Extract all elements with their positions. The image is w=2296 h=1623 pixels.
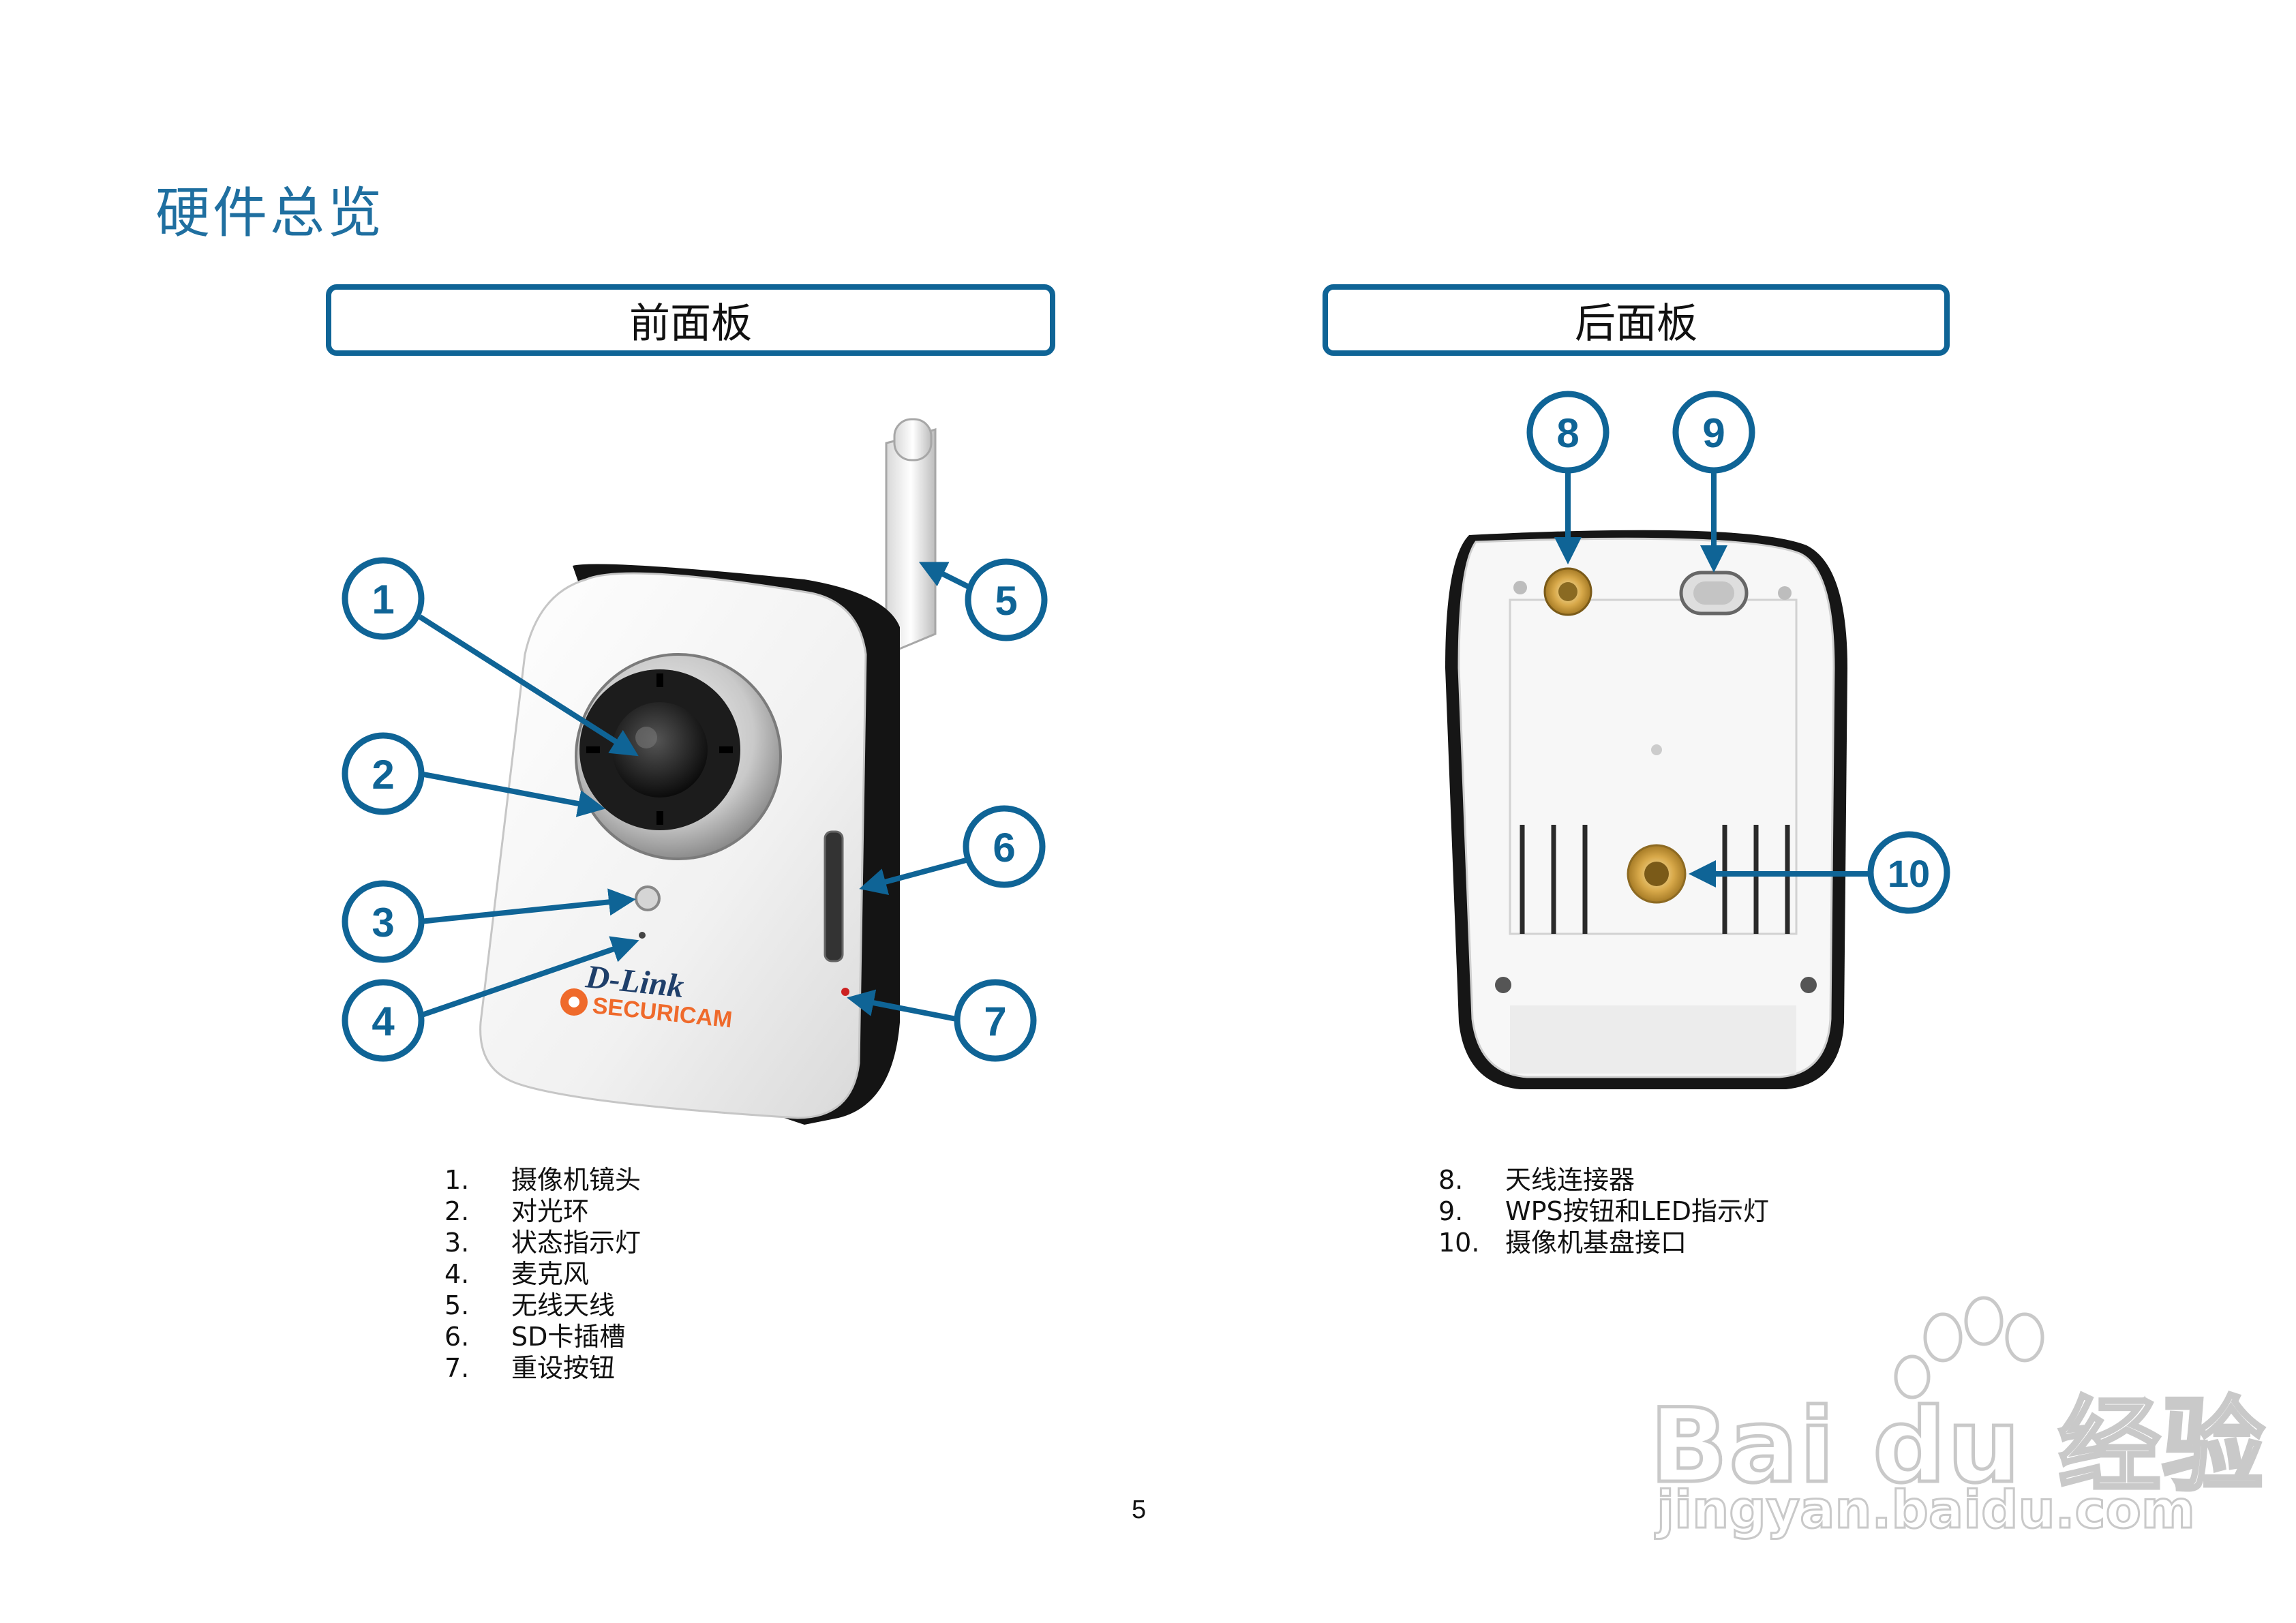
list-item-num: 5.	[444, 1290, 470, 1320]
callout-5-label: 5	[995, 578, 1017, 624]
baidu-watermark: Bai du 经验 jingyan.baidu.com	[1648, 1288, 2266, 1561]
list-item-num: 2.	[444, 1196, 470, 1226]
list-item-num: 3.	[444, 1228, 470, 1258]
list-item: 5. 无线天线	[444, 1290, 641, 1321]
list-item-num: 7.	[444, 1353, 470, 1383]
page-title: 硬件总览	[155, 181, 384, 245]
callout-4-label: 4	[372, 999, 395, 1044]
arrow-4	[419, 936, 639, 1018]
list-item-label: WPS按钮和LED指示灯	[1505, 1196, 1770, 1226]
arrow-5	[918, 562, 971, 590]
list-item: 6. SD卡插槽	[444, 1321, 641, 1352]
list-item-label: SD卡插槽	[511, 1322, 626, 1352]
list-item-num: 1.	[444, 1165, 470, 1195]
list-item: 7. 重设按钮	[444, 1352, 641, 1384]
callout-5: 5	[965, 558, 1048, 641]
back-panel-heading-text: 后面板	[1575, 300, 1697, 348]
list-item-label: 重设按钮	[511, 1353, 616, 1383]
callout-1: 1	[342, 557, 425, 640]
arrow-2	[419, 771, 605, 817]
front-parts-list: 1. 摄像机镜头 2. 对光环 3. 状态指示灯 4. 麦克风 5. 无线天线 6. SD卡…	[444, 1164, 641, 1384]
microphone	[639, 932, 646, 939]
list-item-label: 摄像机镜头	[511, 1165, 641, 1195]
callout-6-label: 6	[993, 825, 1015, 870]
callout-10-label: 10	[1888, 852, 1930, 895]
paw-icon	[1894, 1296, 2044, 1399]
list-item-label: 无线天线	[511, 1290, 616, 1320]
callout-9-label: 9	[1702, 410, 1725, 456]
list-item: 8. 天线连接器	[1438, 1164, 1769, 1196]
list-item: 3. 状态指示灯	[444, 1227, 641, 1258]
list-item-label: 对光环	[511, 1196, 590, 1226]
arrow-3	[419, 888, 636, 924]
list-item: 10. 摄像机基盘接口	[1438, 1227, 1769, 1258]
arrow-6	[859, 858, 967, 896]
callout-3-label: 3	[372, 900, 394, 945]
status-led	[635, 885, 661, 911]
front-panel-heading: 前面板	[326, 284, 1055, 356]
page-number: 5	[1132, 1496, 1147, 1524]
list-item: 9. WPS按钮和LED指示灯	[1438, 1196, 1769, 1227]
callout-badges: 1 2 3 4 5 6 7 8 9 10	[342, 391, 1950, 1062]
callout-6: 6	[963, 805, 1046, 888]
callout-arrows	[418, 470, 1869, 1022]
back-parts-list: 8. 天线连接器 9. WPS按钮和LED指示灯 10. 摄像机基盘接口	[1438, 1164, 1769, 1258]
callout-9: 9	[1672, 391, 1755, 474]
list-item-num: 6.	[444, 1322, 470, 1352]
watermark-brand: Bai du 经验	[1648, 1386, 2267, 1508]
list-item-label: 状态指示灯	[511, 1228, 641, 1258]
list-item-num: 4.	[444, 1259, 470, 1289]
list-item: 1. 摄像机镜头	[444, 1164, 641, 1196]
front-panel-heading-text: 前面板	[629, 300, 752, 348]
callout-2-label: 2	[372, 752, 394, 798]
camera-lens	[612, 702, 708, 798]
callout-7: 7	[954, 979, 1037, 1062]
callout-4: 4	[342, 979, 425, 1062]
watermark-url: jingyan.baidu.com	[1656, 1478, 2196, 1541]
callout-8: 8	[1526, 391, 1610, 474]
list-item-label: 麦克风	[511, 1259, 590, 1289]
callout-1-label: 1	[372, 577, 394, 622]
callout-8-label: 8	[1556, 410, 1579, 456]
back-camera-image	[1445, 530, 1847, 1089]
back-panel-heading: 后面板	[1323, 284, 1950, 356]
arrow-7	[847, 989, 957, 1022]
list-item: 4. 麦克风	[444, 1258, 641, 1290]
list-item-num: 10.	[1438, 1228, 1480, 1258]
list-item-num: 9.	[1438, 1196, 1464, 1226]
list-item: 2. 对光环	[444, 1196, 641, 1227]
callout-10: 10	[1867, 831, 1950, 914]
list-item-num: 8.	[1438, 1165, 1464, 1195]
front-camera-image: D-Link SECURICAM	[479, 418, 937, 1125]
list-item-label: 摄像机基盘接口	[1505, 1228, 1687, 1258]
callout-3: 3	[342, 880, 425, 963]
callout-7-label: 7	[984, 999, 1006, 1044]
back-camera-face	[1457, 537, 1835, 1078]
list-item-label: 天线连接器	[1505, 1165, 1635, 1195]
arrow-1	[418, 614, 639, 757]
callout-2: 2	[342, 732, 425, 815]
